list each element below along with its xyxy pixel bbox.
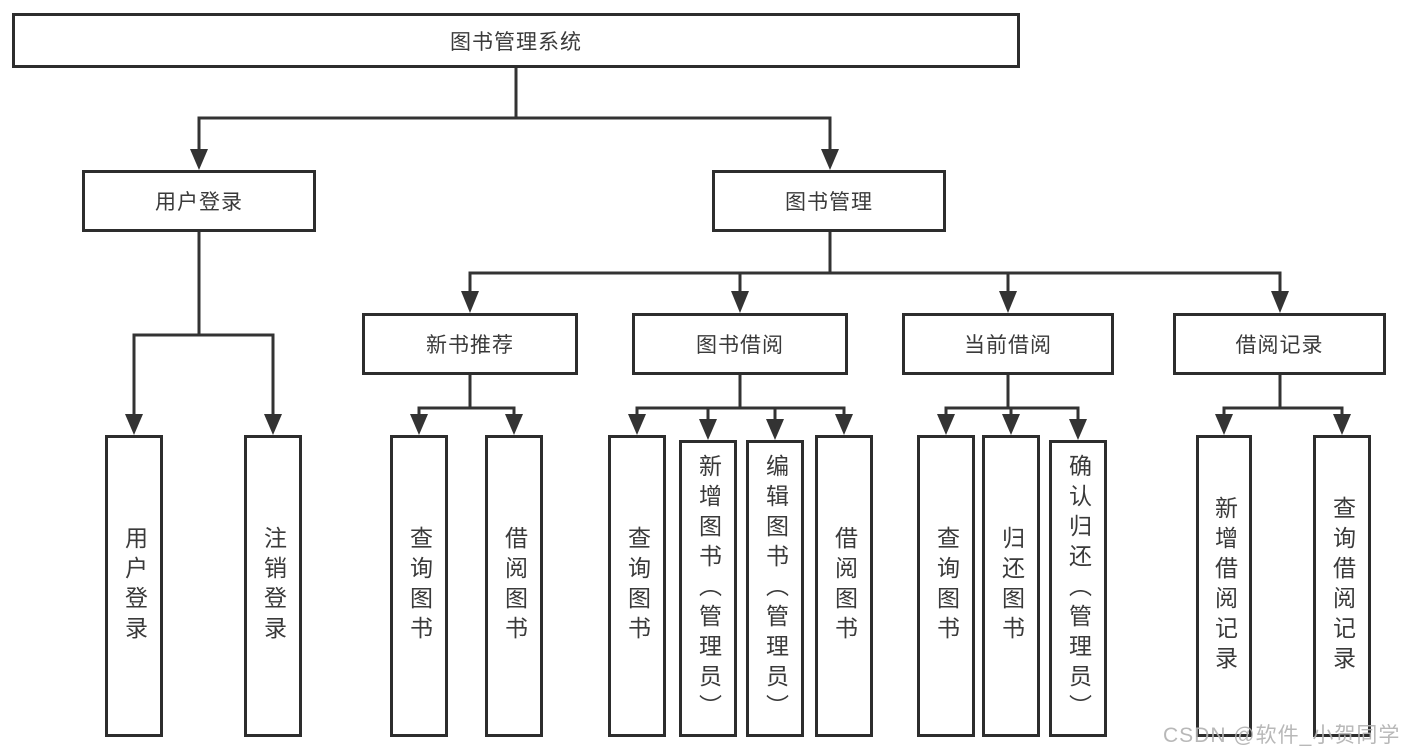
leaf-query-borrow-record: 查询借阅记录 (1313, 435, 1371, 737)
leaf-confirm-return-admin-label: 确认归还（管理员） (1065, 453, 1092, 724)
leaf-query-books-current: 查询图书 (917, 435, 975, 737)
leaf-query-borrow-record-label: 查询借阅记录 (1329, 496, 1356, 676)
leaf-query-books-borrowing: 查询图书 (608, 435, 666, 737)
leaf-user-login-label: 用户登录 (121, 526, 148, 646)
node-user-login: 用户登录 (82, 170, 316, 232)
node-book-management: 图书管理 (712, 170, 946, 232)
leaf-query-books-recommendation-label: 查询图书 (406, 526, 433, 646)
edge-book-mgmt-to-level3 (461, 232, 1289, 313)
edge-borrow-records-to-leaves (1215, 375, 1351, 435)
leaf-return-books: 归还图书 (982, 435, 1040, 737)
leaf-confirm-return-admin: 确认归还（管理员） (1049, 440, 1107, 737)
edge-new-book-rec-to-leaves (410, 375, 523, 435)
node-book-borrowing: 图书借阅 (632, 313, 848, 375)
node-library-management-system: 图书管理系统 (12, 13, 1020, 68)
node-new-book-recommendation: 新书推荐 (362, 313, 578, 375)
edge-current-borrow-to-leaves (937, 375, 1087, 440)
node-current-borrowing: 当前借阅 (902, 313, 1114, 375)
leaf-logout: 注销登录 (244, 435, 302, 737)
leaf-query-books-recommendation: 查询图书 (390, 435, 448, 737)
edge-book-borrow-to-leaves (628, 375, 853, 440)
leaf-user-login: 用户登录 (105, 435, 163, 737)
csdn-watermark: CSDN @软件_小贺同学 (1163, 724, 1401, 747)
leaf-query-books-borrowing-label: 查询图书 (624, 526, 651, 646)
leaf-add-books-admin: 新增图书（管理员） (679, 440, 737, 737)
leaf-edit-books-admin-label: 编辑图书（管理员） (762, 453, 789, 724)
leaf-borrow-books-recommendation-label: 借阅图书 (501, 526, 528, 646)
leaf-borrow-books-borrowing: 借阅图书 (815, 435, 873, 737)
leaf-query-books-current-label: 查询图书 (933, 526, 960, 646)
edge-user-login-to-leaves (125, 232, 282, 435)
leaf-add-borrow-record: 新增借阅记录 (1196, 435, 1252, 737)
leaf-edit-books-admin: 编辑图书（管理员） (746, 440, 804, 737)
leaf-return-books-label: 归还图书 (998, 526, 1025, 646)
leaf-add-books-admin-label: 新增图书（管理员） (695, 453, 722, 724)
leaf-logout-label: 注销登录 (260, 526, 287, 646)
leaf-borrow-books-borrowing-label: 借阅图书 (831, 526, 858, 646)
leaf-add-borrow-record-label: 新增借阅记录 (1211, 496, 1238, 676)
edge-root-to-level2 (190, 68, 839, 170)
leaf-borrow-books-recommendation: 借阅图书 (485, 435, 543, 737)
node-borrowing-records: 借阅记录 (1173, 313, 1386, 375)
